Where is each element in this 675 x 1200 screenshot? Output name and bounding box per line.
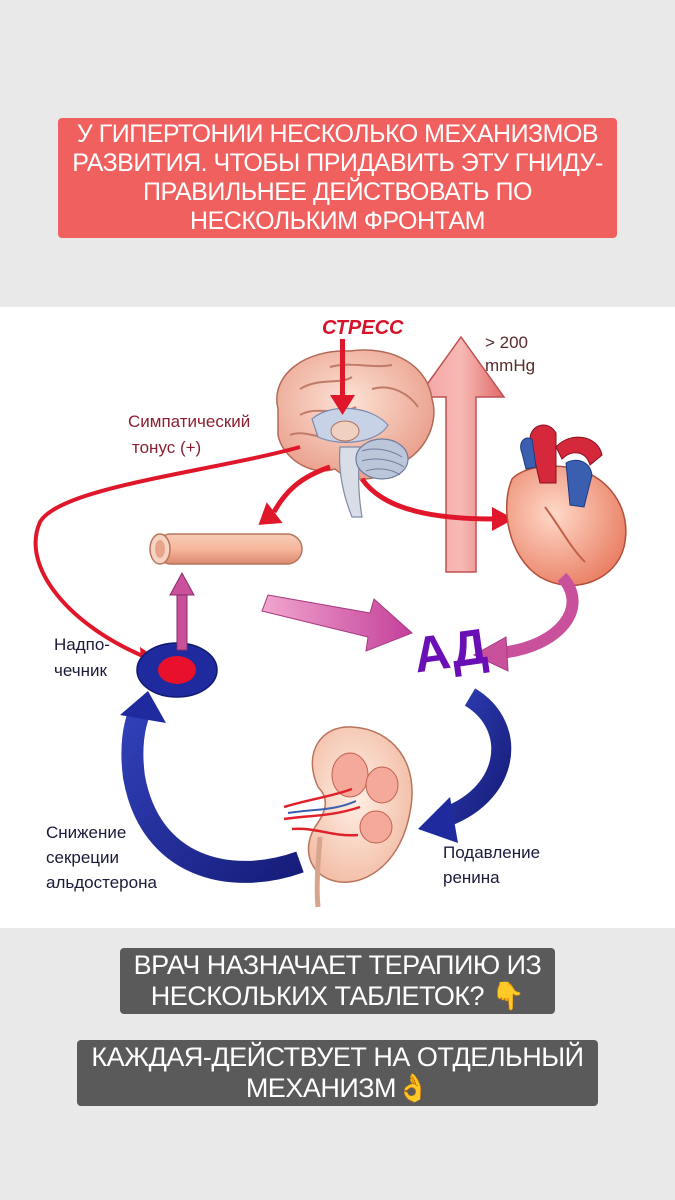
pressure-label-2: mmHg xyxy=(485,356,535,375)
blood-vessel-illustration xyxy=(149,533,303,565)
bottom-caption-2-line-2: МЕХАНИЗМ👌 xyxy=(239,1073,436,1104)
brain-to-heart-arrow xyxy=(359,477,514,531)
aldosterone-label-1: Снижение xyxy=(46,823,126,842)
stress-label: СТРЕСС xyxy=(322,317,404,339)
bottom-caption-1-line-1: ВРАЧ НАЗНАЧАЕТ ТЕРАПИЮ ИЗ xyxy=(127,950,548,981)
top-caption-box: У ГИПЕРТОНИИ НЕСКОЛЬКО МЕХАНИЗМОВ РАЗВИТ… xyxy=(58,118,617,238)
renin-label-1: Подавление xyxy=(443,843,540,862)
sympathetic-label-2: тонус (+) xyxy=(132,438,201,457)
top-caption-line-1: У ГИПЕРТОНИИ НЕСКОЛЬКО МЕХАНИЗМОВ xyxy=(76,120,599,148)
top-caption-line-2: РАЗВИТИЯ. ЧТОБЫ ПРИДАВИТЬ ЭТУ ГНИДУ- xyxy=(72,149,603,177)
bottom-caption-1-box: ВРАЧ НАЗНАЧАЕТ ТЕРАПИЮ ИЗ НЕСКОЛЬКИХ ТАБ… xyxy=(119,948,556,1014)
adrenal-gland-illustration xyxy=(136,642,218,698)
bottom-caption-2-line-1: КАЖДАЯ-ДЕЙСТВУЕТ НА ОТДЕЛЬНЫЙ xyxy=(85,1042,590,1073)
brain-illustration xyxy=(276,349,435,518)
aldosterone-label-3: альдостерона xyxy=(46,873,157,892)
aldosterone-label-2: секреции xyxy=(46,848,119,867)
bp-to-kidney-arrow xyxy=(418,688,512,843)
heart-to-bp-arrow xyxy=(472,572,579,672)
kidney-to-adrenal-arrow xyxy=(120,691,304,883)
bottom-caption-1: ВРАЧ НАЗНАЧАЕТ ТЕРАПИЮ ИЗ НЕСКОЛЬКИХ ТАБ… xyxy=(0,948,675,1014)
top-caption-line-4: НЕСКОЛЬКИМ ФРОНТАМ xyxy=(190,207,485,235)
bottom-caption-1-line-2: НЕСКОЛЬКИХ ТАБЛЕТОК? 👇 xyxy=(144,981,531,1012)
top-caption: У ГИПЕРТОНИИ НЕСКОЛЬКО МЕХАНИЗМОВ РАЗВИТ… xyxy=(0,118,675,238)
adrenal-to-vessel-arrow xyxy=(169,571,195,651)
brain-to-vessel-arrow xyxy=(258,464,331,525)
pressure-up-arrow xyxy=(416,335,506,573)
hypertension-diagram: > 200 mmHg СТРЕСС Симпатический тонус (+… xyxy=(0,307,675,928)
heart-illustration xyxy=(505,424,627,587)
kidney-illustration xyxy=(283,726,413,908)
adrenal-label-1: Надпо- xyxy=(54,635,110,654)
pressure-label-1: > 200 xyxy=(485,333,528,352)
renin-label-2: ренина xyxy=(443,868,500,887)
top-caption-line-3: ПРАВИЛЬНЕЕ ДЕЙСТВОВАТЬ ПО xyxy=(143,178,532,206)
vessel-to-bp-arrow xyxy=(261,594,413,652)
stress-arrow xyxy=(330,339,355,415)
bp-label: АД xyxy=(410,618,491,684)
bottom-caption-2: КАЖДАЯ-ДЕЙСТВУЕТ НА ОТДЕЛЬНЫЙ МЕХАНИЗМ👌 xyxy=(0,1040,675,1106)
diagram-svg: > 200 mmHg СТРЕСС Симпатический тонус (+… xyxy=(33,317,627,908)
bottom-caption-2-box: КАЖДАЯ-ДЕЙСТВУЕТ НА ОТДЕЛЬНЫЙ МЕХАНИЗМ👌 xyxy=(77,1040,598,1106)
sympathetic-label-1: Симпатический xyxy=(128,412,250,431)
adrenal-label-2: чечник xyxy=(54,661,107,680)
